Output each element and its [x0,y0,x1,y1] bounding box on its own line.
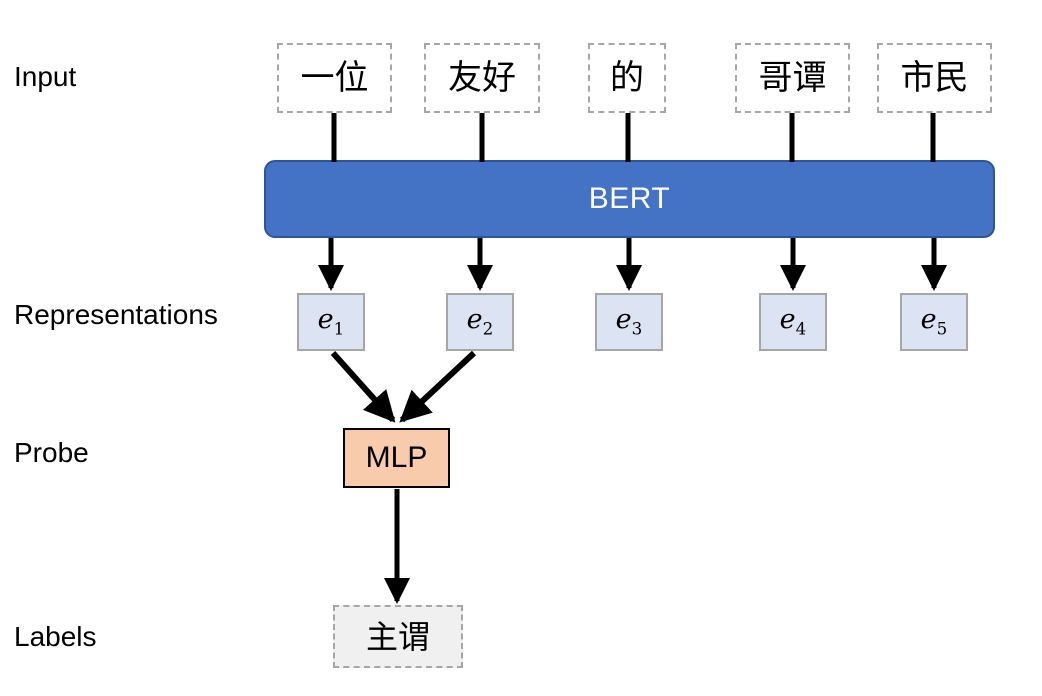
input-token-5[interactable]: 市民 [877,43,992,113]
row-label-representations: Representations [14,299,218,330]
token-to-bert-wires [331,113,936,162]
representation-label-5: e5 [920,304,948,339]
representation-box-5[interactable]: e5 [900,293,968,351]
probe-label: MLP [365,441,428,474]
bert-to-representation-arrows [318,238,947,292]
representation-label-4: e4 [779,304,807,339]
arrow-e2-mlp [399,350,477,423]
representation-box-4[interactable]: e4 [759,293,827,351]
bert-label: BERT [588,182,671,215]
representation-box-1[interactable]: e1 [297,293,365,351]
row-label-labels: Labels [14,621,97,652]
output-label-text: 主谓 [365,618,430,655]
bert-encoder-block[interactable]: BERT [264,160,995,238]
representation-label-1: e1 [317,304,345,339]
row-label-input: Input [14,61,77,92]
representation-box-3[interactable]: e3 [595,293,663,351]
input-token-1[interactable]: 一位 [277,43,392,113]
input-token-3[interactable]: 的 [588,43,666,113]
probe-mlp-box[interactable]: MLP [343,428,450,488]
representation-box-2[interactable]: e2 [446,293,514,351]
input-token-4[interactable]: 哥谭 [735,43,850,113]
input-token-2[interactable]: 友好 [424,43,540,113]
representation-label-2: e2 [466,304,494,339]
representation-label-3: e3 [615,304,643,339]
output-label-box[interactable]: 主谓 [333,605,463,668]
row-label-probe: Probe [14,437,89,468]
representation-to-probe-arrows [330,350,477,423]
arrow-e1-mlp [330,350,396,423]
